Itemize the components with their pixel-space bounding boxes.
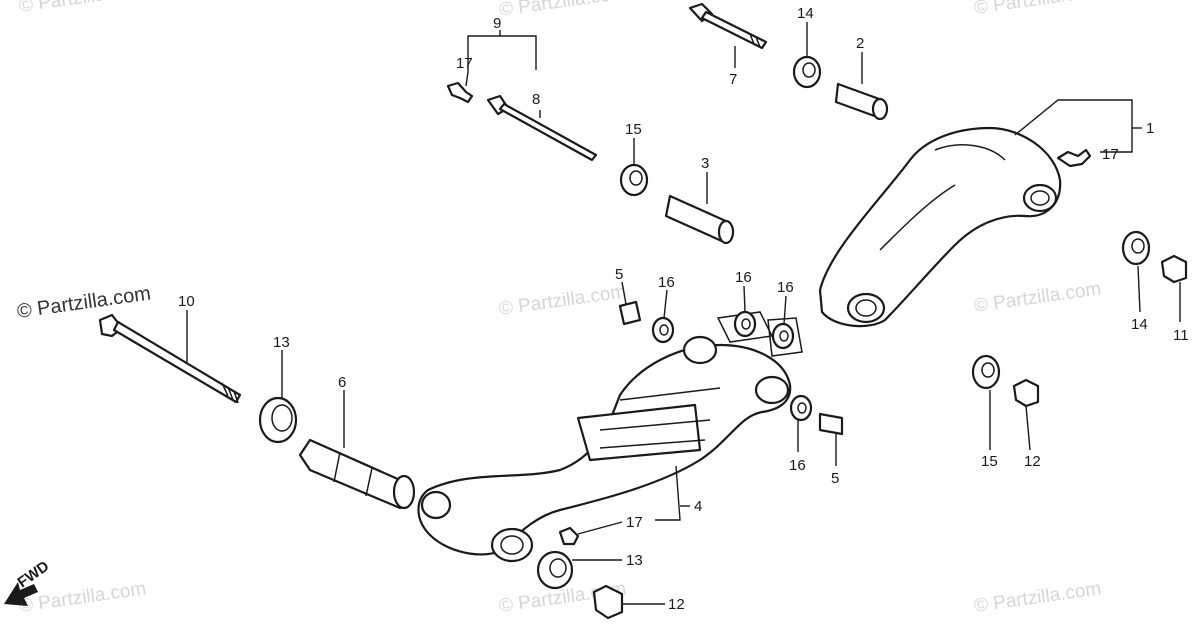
callout-5: 5 — [831, 470, 839, 487]
watermark: © Partzilla.com — [973, 0, 1103, 19]
part-12-nut-right — [1012, 378, 1040, 408]
part-8-bolt — [486, 94, 598, 162]
part-16-washer-a — [651, 316, 675, 344]
callout-7: 7 — [729, 71, 737, 88]
part-11-nut-right — [1160, 254, 1188, 284]
watermark: © Partzilla.com — [973, 578, 1103, 617]
part-2-collar — [834, 82, 889, 121]
callout-17: 17 — [1102, 146, 1119, 163]
leader-lines — [186, 22, 1181, 605]
part-15-seal-right — [971, 354, 1001, 390]
forward-arrow-icon — [4, 582, 38, 606]
part-15-seal-top — [619, 163, 649, 197]
callout-1: 1 — [1146, 120, 1154, 137]
part-6-collar — [298, 438, 416, 510]
watermark: © Partzilla.com — [498, 281, 628, 320]
callout-15: 15 — [625, 121, 642, 138]
part-7-bolt — [688, 2, 768, 50]
part-1-upper-arm — [818, 126, 1062, 328]
callout-4: 4 — [694, 498, 702, 515]
callout-16: 16 — [789, 457, 806, 474]
part-17-grease-fitting-right — [1056, 148, 1092, 168]
callout-3: 3 — [701, 155, 709, 172]
callout-16: 16 — [658, 274, 675, 291]
part-10-bolt — [98, 313, 242, 404]
callout-16: 16 — [735, 269, 752, 286]
callout-9: 9 — [493, 15, 501, 32]
callout-5: 5 — [615, 266, 623, 283]
part-4-swing-arm — [417, 335, 792, 563]
watermark-primary: © Partzilla.com — [16, 282, 153, 323]
callout-14: 14 — [1131, 316, 1148, 333]
callout-14: 14 — [797, 5, 814, 22]
watermark: © Partzilla.com — [498, 0, 628, 21]
part-14-seal-right — [1121, 230, 1151, 266]
part-13-seal — [258, 396, 298, 444]
callout-13: 13 — [273, 334, 290, 351]
watermark: © Partzilla.com — [18, 578, 148, 617]
callout-15: 15 — [981, 453, 998, 470]
callout-8: 8 — [532, 91, 540, 108]
callout-labels: 9 17 8 7 14 2 15 3 1 17 10 13 6 5 16 16 … — [178, 5, 1189, 613]
part-16-washer-c — [767, 317, 803, 357]
part-16-washer-d — [789, 394, 813, 422]
part-5-collar-top — [618, 300, 642, 326]
part-12-nut-bottom — [592, 584, 624, 620]
callout-16: 16 — [777, 279, 794, 296]
watermark: © Partzilla.com — [973, 278, 1103, 317]
part-14-seal-top — [792, 55, 822, 89]
callout-12: 12 — [1024, 453, 1041, 470]
part-5-collar-bottom — [818, 412, 844, 436]
callout-10: 10 — [178, 293, 195, 310]
callout-13: 13 — [626, 552, 643, 569]
callout-6: 6 — [338, 374, 346, 391]
part-17-grease-fitting-bottom — [558, 526, 580, 546]
callout-12: 12 — [668, 596, 685, 613]
part-13-seal-bottom — [536, 550, 574, 590]
callout-11: 11 — [1173, 327, 1189, 344]
part-16-washer-b — [716, 310, 774, 343]
part-17-grease-fitting-top — [446, 81, 474, 104]
callout-17: 17 — [626, 514, 643, 531]
watermark: © Partzilla.com — [18, 0, 148, 17]
callout-2: 2 — [856, 35, 864, 52]
part-3-collar — [664, 194, 735, 245]
callout-17: 17 — [456, 55, 473, 72]
